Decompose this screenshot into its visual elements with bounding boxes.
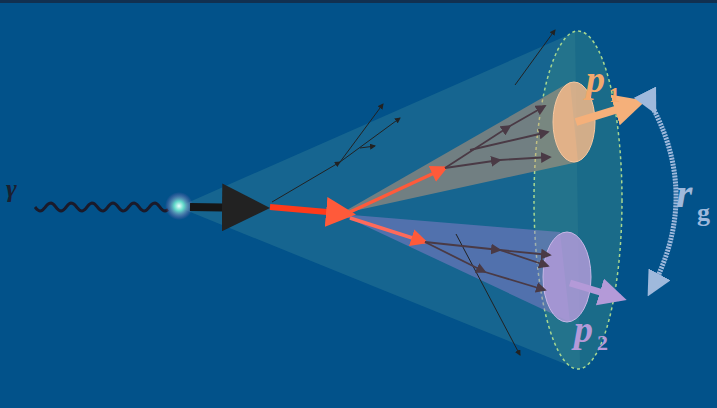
jet-ellipse: [534, 31, 622, 369]
top-border: [0, 0, 717, 3]
rg-arc: [650, 110, 676, 292]
momentum-arrow-1: [576, 103, 638, 122]
subjet-ellipse-2: [543, 232, 591, 322]
photon-line: [35, 203, 168, 211]
jet-cone: [178, 32, 580, 370]
subscript: g: [697, 200, 710, 226]
momentum-label: p: [586, 60, 605, 98]
subjet-cone-1: [340, 82, 578, 214]
subjet-cone-2: [340, 214, 570, 322]
momentum-label: p: [574, 310, 593, 348]
soft-tracks: [272, 30, 555, 355]
photon-symbol: γ: [6, 176, 17, 202]
groomed-radius-label: r: [676, 172, 692, 214]
vertex-star: [165, 192, 193, 220]
parton-branch: [350, 168, 445, 212]
subscript: 1: [609, 84, 620, 106]
parton-arrow: [190, 207, 262, 208]
subscript: 2: [597, 332, 608, 354]
momentum-arrow-2: [570, 283, 620, 298]
parton-branch: [350, 218, 425, 242]
subjet-tracks: [425, 106, 550, 290]
parton-arrow: [270, 207, 350, 214]
